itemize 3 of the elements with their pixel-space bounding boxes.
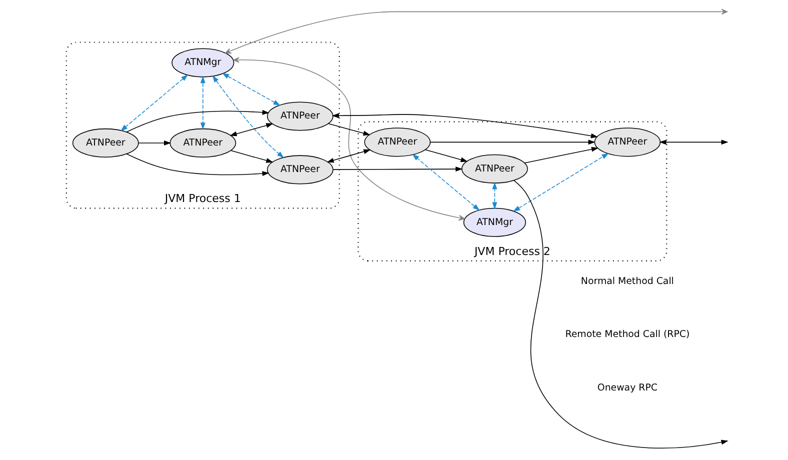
legend-label: Normal Method Call xyxy=(580,276,674,287)
legend-label: Remote Method Call (RPC) xyxy=(565,329,690,340)
legend-label: Oneway RPC xyxy=(597,382,658,394)
